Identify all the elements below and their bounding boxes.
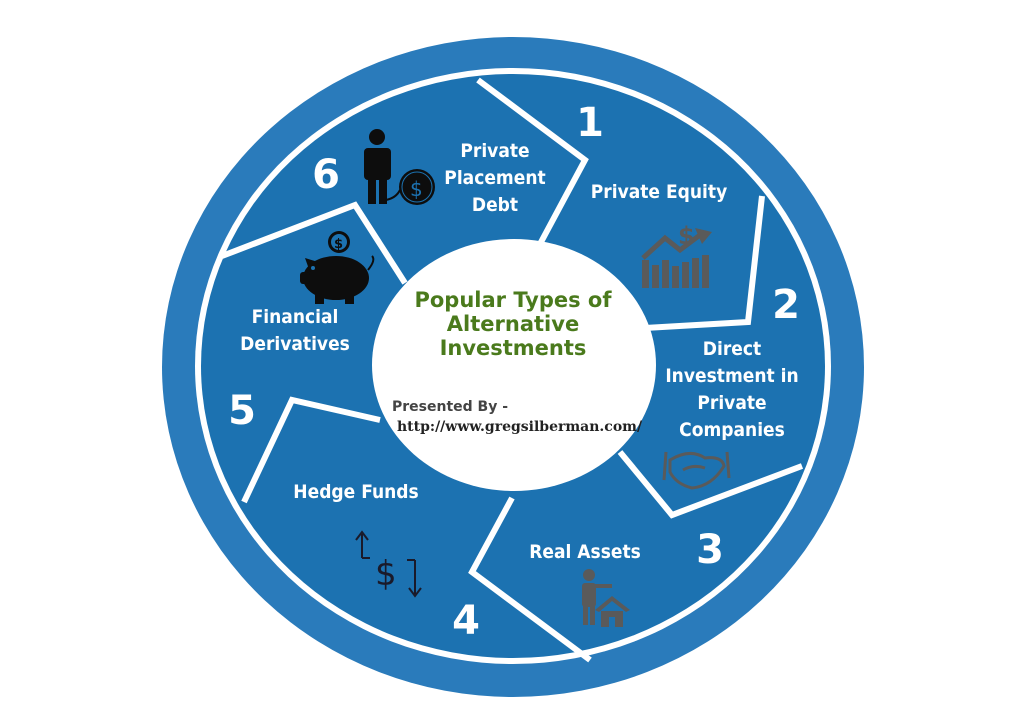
segment-number-4: 4 [452,598,480,644]
label-line: Derivatives [240,333,350,355]
label-line: Private [460,140,530,162]
label-line: Companies [679,419,785,441]
center-circle [372,239,656,491]
label-line: Hedge Funds [293,481,419,503]
dollar-up-down-arrows-icon: $ [355,530,422,598]
segment-number-2: 2 [772,282,800,328]
divider-3-4 [468,496,592,663]
label-line: Financial [251,306,339,328]
segment-number-3: 3 [696,527,724,573]
svg-text:$: $ [334,237,343,252]
label-line: Investment in [665,365,799,387]
title-line: Popular Types of [414,288,612,312]
svg-text:$: $ [375,554,397,594]
label-line: Direct [702,338,762,360]
segment-label-real-assets: Real Assets [529,539,641,566]
presented-by-text: Presented By - [392,399,509,415]
segment-label-financial-derivatives: Financial Derivatives [240,304,350,358]
person-pointing-house-icon [582,569,630,627]
piggy-bank-icon: $ [300,231,375,304]
divider-6-1 [476,77,589,246]
svg-text:$: $ [678,222,695,250]
growth-chart-dollar-icon: $ [641,222,712,288]
handshake-icon [662,451,731,490]
segment-number-6: 6 [312,152,340,198]
segment-label-private-placement-debt: Private Placement Debt [444,138,545,219]
segment-number-1: 1 [576,100,604,146]
svg-text:$: $ [410,177,423,201]
title-line: Alternative [446,312,580,336]
divider-1-2 [644,195,765,331]
label-line: Real Assets [529,541,641,563]
label-line: Private Equity [590,181,728,203]
person-ball-chain-dollar-icon: $ [364,129,435,205]
label-line: Private [697,392,767,414]
divider-2-3 [617,450,804,519]
divider-4-5 [241,396,381,504]
segment-label-hedge-funds: Hedge Funds [293,479,418,506]
segment-number-5: 5 [228,388,256,434]
title-line: Investments [439,336,587,360]
center-title: Popular Types of Alternative Investments [414,288,611,360]
label-line: Debt [471,194,519,216]
label-line: Placement [444,167,546,189]
divider-5-6 [220,201,408,285]
segment-label-direct-investment: Direct Investment in Private Companies [665,336,798,444]
segment-label-private-equity: Private Equity [591,179,727,206]
source-url-text: http://www.gregsilberman.com/ [397,419,643,435]
segment-dividers [220,77,804,663]
